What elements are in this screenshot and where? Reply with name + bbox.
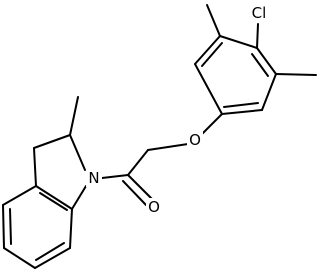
bond-benz-right xyxy=(69,208,73,249)
bond-benz-bottom-right xyxy=(34,247,71,269)
bond-c2-c3 xyxy=(33,134,71,149)
bond-carbonyl-double-a xyxy=(127,174,153,200)
bond-carbonyl-n xyxy=(101,174,129,179)
bond-c2-methyl xyxy=(69,96,79,136)
bond-n-c7a xyxy=(71,185,87,210)
bond-ring-right-upper-double xyxy=(251,53,269,77)
bond-benz-left-double xyxy=(9,208,12,245)
bond-benz-bottom-left xyxy=(3,247,36,269)
bond-ring-left xyxy=(194,63,223,115)
bond-methyl-right xyxy=(275,73,317,76)
bond-o-ch2 xyxy=(147,143,189,151)
svg-text:N: N xyxy=(88,169,99,187)
atom-label-cl: Cl xyxy=(248,4,270,22)
bond-ring-right-upper xyxy=(256,47,277,75)
bond-benz-top-double xyxy=(39,192,68,211)
bond-ring-top-left xyxy=(194,35,221,65)
bond-ring-top-left-double xyxy=(201,42,223,67)
bond-ring-o xyxy=(201,113,223,135)
bond-ch2-carbonyl xyxy=(127,149,149,176)
bond-carbonyl-double-b xyxy=(122,180,147,206)
bond-benz-top-left xyxy=(2,185,37,206)
bond-ring-top-right xyxy=(219,35,258,49)
atom-label-n: N xyxy=(86,169,102,187)
bond-ring-right-lower xyxy=(261,73,277,111)
svg-text:Cl: Cl xyxy=(252,4,267,22)
bond-ring-bottom xyxy=(221,109,263,115)
bond-methyl-top xyxy=(206,4,221,37)
bond-n-c2 xyxy=(69,134,86,171)
bond-benz-bottom-right-double xyxy=(35,242,65,261)
bond-benz-left xyxy=(2,204,5,249)
svg-text:O: O xyxy=(189,131,201,149)
bond-c3-c3a xyxy=(33,147,37,187)
svg-text:O: O xyxy=(148,198,160,216)
bond-ring-bottom-double xyxy=(223,102,259,108)
bond-benz-top xyxy=(35,185,73,210)
atom-label-ether-o: O xyxy=(187,131,203,149)
atom-label-carbonyl-o: O xyxy=(146,198,162,216)
bond-c-cl xyxy=(256,23,259,49)
